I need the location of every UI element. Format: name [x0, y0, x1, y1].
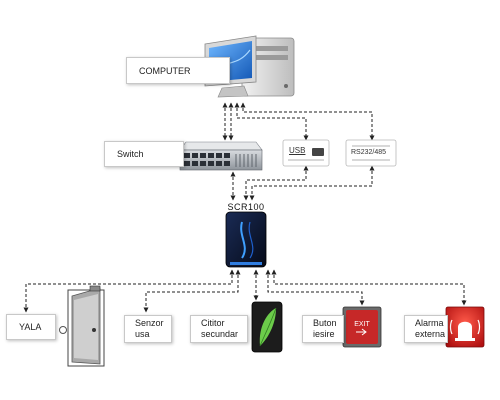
usb-label: USB [289, 146, 306, 155]
exit-button-icon: EXIT [342, 306, 382, 348]
exit-button-line-2: iesire [313, 329, 335, 339]
exit-button-label: Buton iesire [302, 315, 344, 343]
door-sensor-line-1: Senzor [135, 318, 164, 328]
switch-label: Switch [104, 141, 184, 167]
secondary-reader-label: Cititor secundar [190, 315, 248, 343]
controller-label: SCR100 [227, 202, 265, 212]
yala-label-text: YALA [19, 322, 42, 332]
secondary-reader-line-2: secundar [201, 329, 239, 339]
switch-label-text: Switch [117, 149, 144, 159]
yala-label: YALA [6, 314, 56, 340]
computer-label-text: COMPUTER [139, 65, 191, 76]
exit-button-line-1: Buton [313, 318, 337, 328]
door-sensor-line-2: usa [135, 329, 150, 339]
external-alarm-label: Alarma externa [404, 315, 448, 343]
serial-port-icon [345, 139, 397, 167]
controller-icon [225, 211, 267, 268]
usb-icon [282, 139, 330, 167]
rs232-label: RS232/485 [351, 149, 387, 156]
door-sensor-label: Senzor usa [124, 315, 172, 343]
exit-sign-text: EXIT [354, 321, 370, 328]
network-switch-icon [179, 141, 263, 171]
alarm-bell-icon [445, 306, 485, 348]
door-icon [59, 285, 105, 367]
secondary-reader-line-1: Cititor [201, 318, 225, 328]
external-alarm-line-1: Alarma [415, 318, 444, 328]
external-alarm-line-2: externa [415, 329, 446, 339]
computer-label: COMPUTER [126, 57, 230, 84]
card-reader-icon [251, 301, 283, 353]
